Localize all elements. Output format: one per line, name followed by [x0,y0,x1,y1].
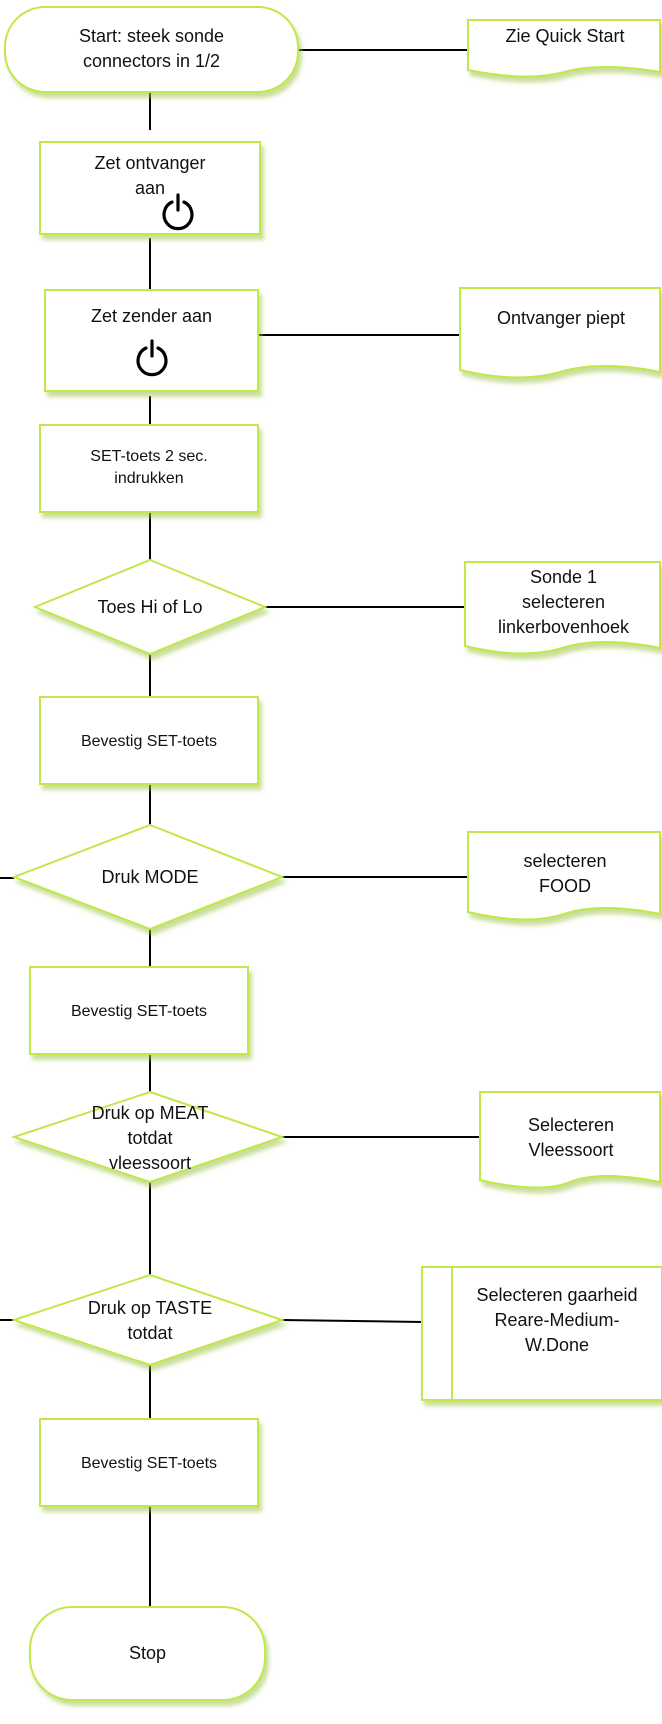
hi-lo-label: Toes Hi of Lo [97,596,203,617]
transmitter-on-label: Zet zender aan [90,305,213,326]
receiver-on-label: Zet ontvanger aan [94,153,206,198]
set-hold-box [39,424,259,513]
connector-lines [0,49,480,1607]
meat-label: Druk op MEAT totdat vleessoort [91,1102,209,1173]
taste-decision [10,1273,286,1367]
select-meat-note-label: Selecteren Vleessoort [527,1115,615,1160]
confirm-set-box-3 [39,1418,259,1507]
confirm-set-label-1: Bevestig SET-toets [80,733,218,750]
taste-label: Druk op TASTE totdat [87,1298,213,1343]
quick-start-note-label: Zie Quick Start [505,25,625,46]
stop-terminator [29,1606,266,1701]
mode-label: Druk MODE [101,866,199,887]
note-select-doneness [421,1266,662,1401]
confirm-set-box-2 [29,966,249,1055]
start-terminator [4,6,299,93]
receiver-on-box [39,141,261,235]
power-icon [136,339,168,377]
confirm-set-label-3: Bevestig SET-toets [80,1455,218,1472]
select-doneness-note-label: Selecteren gaarheid Reare-Medium- W.Done [476,1284,638,1355]
select-food-note-label: selecteren FOOD [523,851,607,896]
meat-decision [10,1090,286,1184]
select-probe-note-label: Sonde 1 selecteren linkerbovenhoek [497,566,630,637]
note-receiver-beeps [459,287,661,379]
receiver-beeps-note-label: Ontvanger piept [496,307,626,328]
confirm-set-box-1 [39,696,259,785]
power-icon [162,193,194,231]
mode-decision [11,823,285,931]
confirm-set-label-2: Bevestig SET-toets [70,1003,208,1020]
set-hold-label: SET-toets 2 sec. indrukken [90,448,208,487]
note-quick-start [467,19,661,78]
note-select-probe [464,561,661,655]
stop-label: Stop [128,1642,167,1663]
note-select-meat [479,1091,661,1189]
start-label: Start: steek sonde connectors in 1/2 [78,26,225,71]
hi-lo-decision [32,558,268,656]
note-select-food [467,831,661,921]
connector-line [281,1319,423,1323]
